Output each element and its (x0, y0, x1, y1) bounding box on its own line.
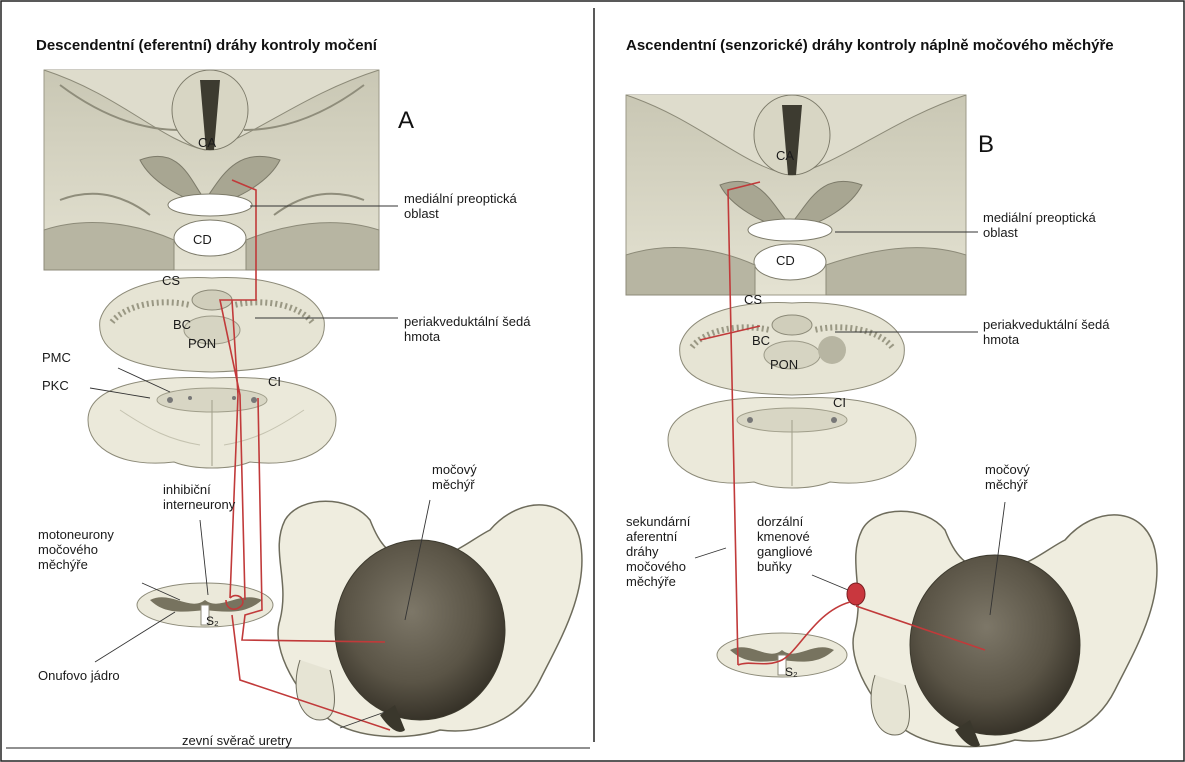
panel-a-title: Descendentní (eferentní) dráhy kontroly … (36, 36, 377, 56)
label-a-cs: CS (162, 273, 180, 288)
panel-b-letter: B (978, 131, 994, 159)
label-a-periaqueductal: periakveduktální šedá hmota (404, 314, 534, 344)
label-b-medial-preoptic: mediální preoptická oblast (983, 210, 1133, 240)
label-a-ca: CA (198, 135, 216, 150)
label-motoneurons: motoneurony močového měchýře (38, 527, 138, 572)
panel-b-pons-section (668, 397, 916, 488)
label-b-cs: CS (744, 292, 762, 307)
label-external-sphincter: zevní svěrač uretry (182, 733, 292, 748)
label-inhibitory-interneurons: inhibiční interneurony (163, 482, 253, 512)
label-b-bc: BC (752, 333, 770, 348)
label-a-pon: PON (188, 336, 216, 351)
label-b-ci: CI (833, 395, 846, 410)
label-b-periaqueductal: periakveduktální šedá hmota (983, 317, 1113, 347)
label-b-cd: CD (776, 253, 795, 268)
label-onuf-nucleus: Onufovo jádro (38, 668, 120, 683)
label-b-ca: CA (776, 148, 794, 163)
panel-b-anatomy (626, 95, 1157, 747)
panel-b-pelvis (853, 511, 1157, 747)
panel-b-spinal-segment (717, 633, 847, 677)
label-a-medial-preoptic: mediální preoptická oblast (404, 191, 554, 221)
panel-b-title: Ascendentní (senzorické) dráhy kontroly … (626, 36, 1126, 56)
panel-a-pelvis (278, 501, 582, 736)
label-a-bc: BC (173, 317, 191, 332)
panel-a-anatomy (44, 70, 582, 737)
label-pmc: PMC (42, 350, 71, 365)
label-a-bladder: močový měchýř (432, 462, 492, 492)
label-pkc: PKC (42, 378, 69, 393)
label-b-bladder: močový měchýř (985, 462, 1045, 492)
panel-a-letter: A (398, 107, 414, 135)
panel-a-midbrain-section (100, 277, 325, 372)
label-b-pon: PON (770, 357, 798, 372)
label-a-cd: CD (193, 232, 212, 247)
label-secondary-afferent: sekundární aferentní dráhy močového měch… (626, 514, 706, 589)
label-b-s2: S₂ (785, 665, 798, 680)
label-a-s2: S₂ (206, 614, 219, 629)
label-dorsal-root-ganglion: dorzální kmenové gangliové buňky (757, 514, 832, 574)
label-a-ci: CI (268, 374, 281, 389)
panel-b-midbrain-section (680, 302, 905, 395)
panel-a-pons-section (88, 377, 336, 468)
panel-b-forebrain-section (626, 95, 966, 295)
